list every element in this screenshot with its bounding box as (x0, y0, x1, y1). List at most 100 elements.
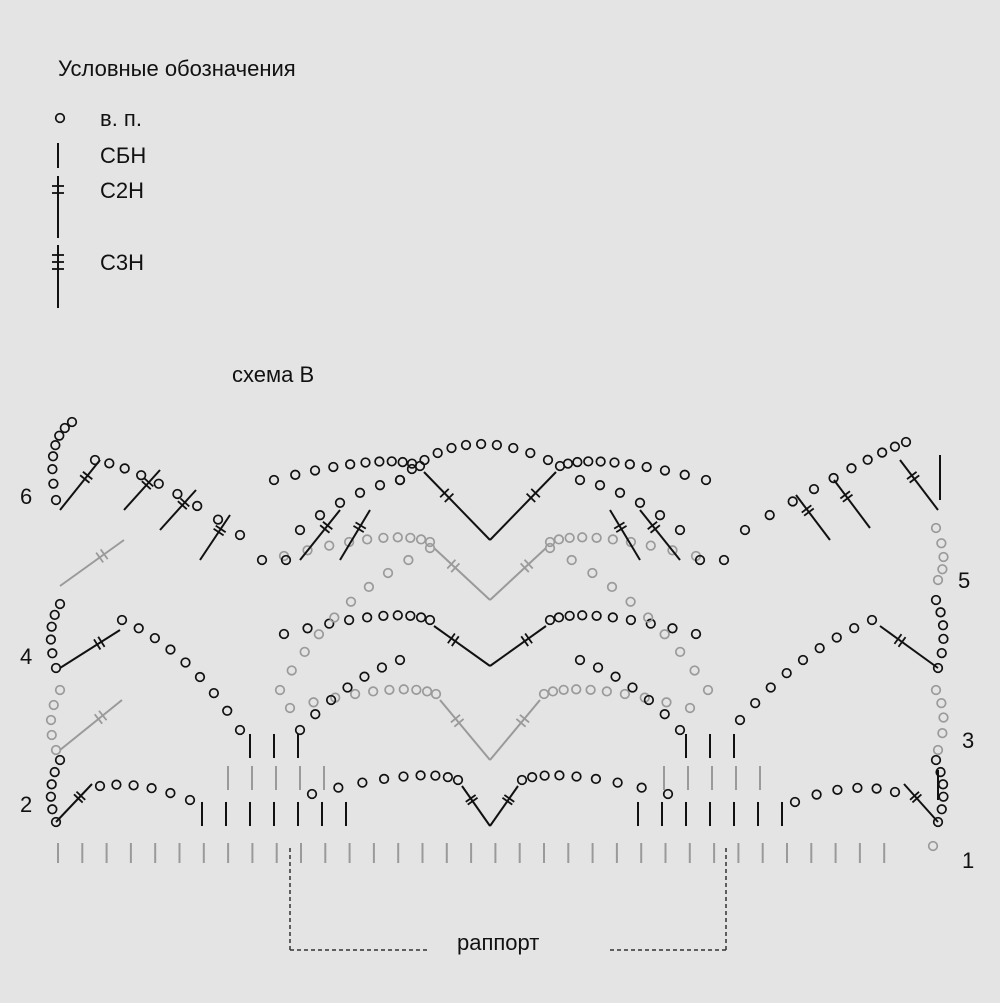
row-number-2: 2 (20, 792, 33, 817)
double-crochet-stitch (489, 699, 541, 761)
chain-stitch (781, 667, 792, 679)
chain-stitch (306, 788, 318, 800)
double-crochet-stitch (879, 625, 939, 669)
scheme-title: схема В (232, 362, 315, 387)
chain-stitch (406, 458, 418, 469)
row-number-1: 1 (962, 848, 975, 873)
chain-stitch (89, 454, 101, 466)
chain-stitch (814, 642, 825, 654)
chain-stitch (415, 770, 426, 781)
stitch-crossbar (519, 714, 530, 724)
chain-stitch (360, 457, 371, 468)
chain-stitch (679, 469, 690, 480)
stitch-crossbar (649, 524, 661, 534)
chain-stitch (345, 459, 356, 470)
chain-stitch (750, 697, 761, 709)
chain-stitch (415, 612, 427, 623)
chain-stitch (165, 644, 176, 655)
chain-stitch (871, 783, 882, 794)
chain-stitch (280, 554, 292, 566)
chain-stitch (66, 416, 78, 428)
chain-stitch (111, 779, 122, 790)
chain-stitch (661, 697, 672, 708)
chain-stitch (446, 442, 457, 454)
chain-stitch (866, 614, 878, 626)
chain-stitch (606, 581, 618, 593)
row-number-5: 5 (958, 568, 971, 593)
chain-stitch (374, 456, 385, 467)
chain-stitch (797, 654, 809, 666)
chain-stitch (612, 777, 623, 788)
stitch-crossbar (95, 552, 104, 563)
chain-stitch (936, 697, 947, 709)
double-crochet-stitch (489, 625, 547, 667)
chain-stitch (180, 657, 191, 668)
chain-stitch (54, 112, 66, 124)
stitch-crossbar (73, 793, 84, 804)
chain-stitch (386, 456, 397, 467)
chain-stitch (424, 614, 436, 626)
chart-body (45, 416, 949, 863)
chain-stitch (430, 688, 442, 700)
row-number-6: 6 (20, 484, 33, 509)
stitch-crossbar (523, 559, 534, 570)
chain-stitch (328, 461, 339, 473)
chain-stitch (442, 772, 453, 783)
double-crochet-stitch (795, 494, 831, 541)
chain-stitch (49, 609, 60, 621)
chain-stitch (54, 430, 65, 441)
chain-stitch (334, 497, 346, 508)
stitch-crossbar (839, 490, 851, 500)
stitch-crossbar (352, 525, 365, 533)
chain-stitch (935, 607, 946, 618)
double-crochet-stitch (461, 785, 491, 827)
chain-stitch (932, 662, 944, 674)
stitch-crossbar (450, 714, 461, 724)
row-number-4: 4 (20, 644, 33, 669)
chain-stitch (938, 791, 949, 802)
chain-stitch (357, 777, 368, 788)
chain-stitch (382, 567, 394, 579)
chain-stitch (475, 438, 487, 450)
chain-stitch (278, 628, 290, 640)
chain-stitch (700, 474, 712, 486)
chain-stitch (645, 540, 656, 551)
chain-stitch (432, 447, 443, 459)
chain-stitch (572, 456, 583, 468)
chain-stitch (50, 744, 62, 756)
chain-stitch (165, 787, 176, 799)
chain-stitch (313, 629, 325, 640)
chain-stitch (525, 447, 536, 459)
chain-stitch (938, 551, 949, 563)
chain-stitch (133, 623, 144, 634)
legend-label-dc2: С2Н (100, 178, 145, 203)
chain-stitch (659, 465, 671, 476)
chain-stitch (571, 771, 582, 782)
chain-stitch (609, 457, 620, 468)
double-crochet-stitch (489, 471, 557, 541)
chain-stitch (310, 709, 321, 720)
rapport-bracket (289, 848, 727, 951)
stitch-crossbar (909, 791, 920, 801)
chain-stitch (343, 614, 355, 626)
chain-stitch (48, 699, 59, 711)
chain-stitch (558, 684, 569, 696)
chain-stitch (362, 612, 373, 623)
stitch-crossbar (355, 521, 367, 530)
chain-stitch (624, 459, 635, 470)
chain-stitch (662, 788, 674, 800)
chain-stitch (48, 478, 59, 489)
chain-stitch (333, 782, 344, 793)
chain-stitch (411, 684, 422, 696)
chain-stitch (574, 654, 586, 666)
chain-stitch (636, 782, 647, 793)
chain-stitch (324, 618, 335, 629)
stitch-crossbar (520, 635, 529, 647)
chain-stitch (345, 596, 357, 607)
chain-stitch (587, 567, 598, 579)
chain-stitch (684, 702, 696, 714)
chain-stitch (354, 487, 366, 498)
chain-stitch (398, 684, 409, 695)
stitch-crossbar (453, 718, 465, 728)
double-crochet-stitch (59, 539, 125, 587)
